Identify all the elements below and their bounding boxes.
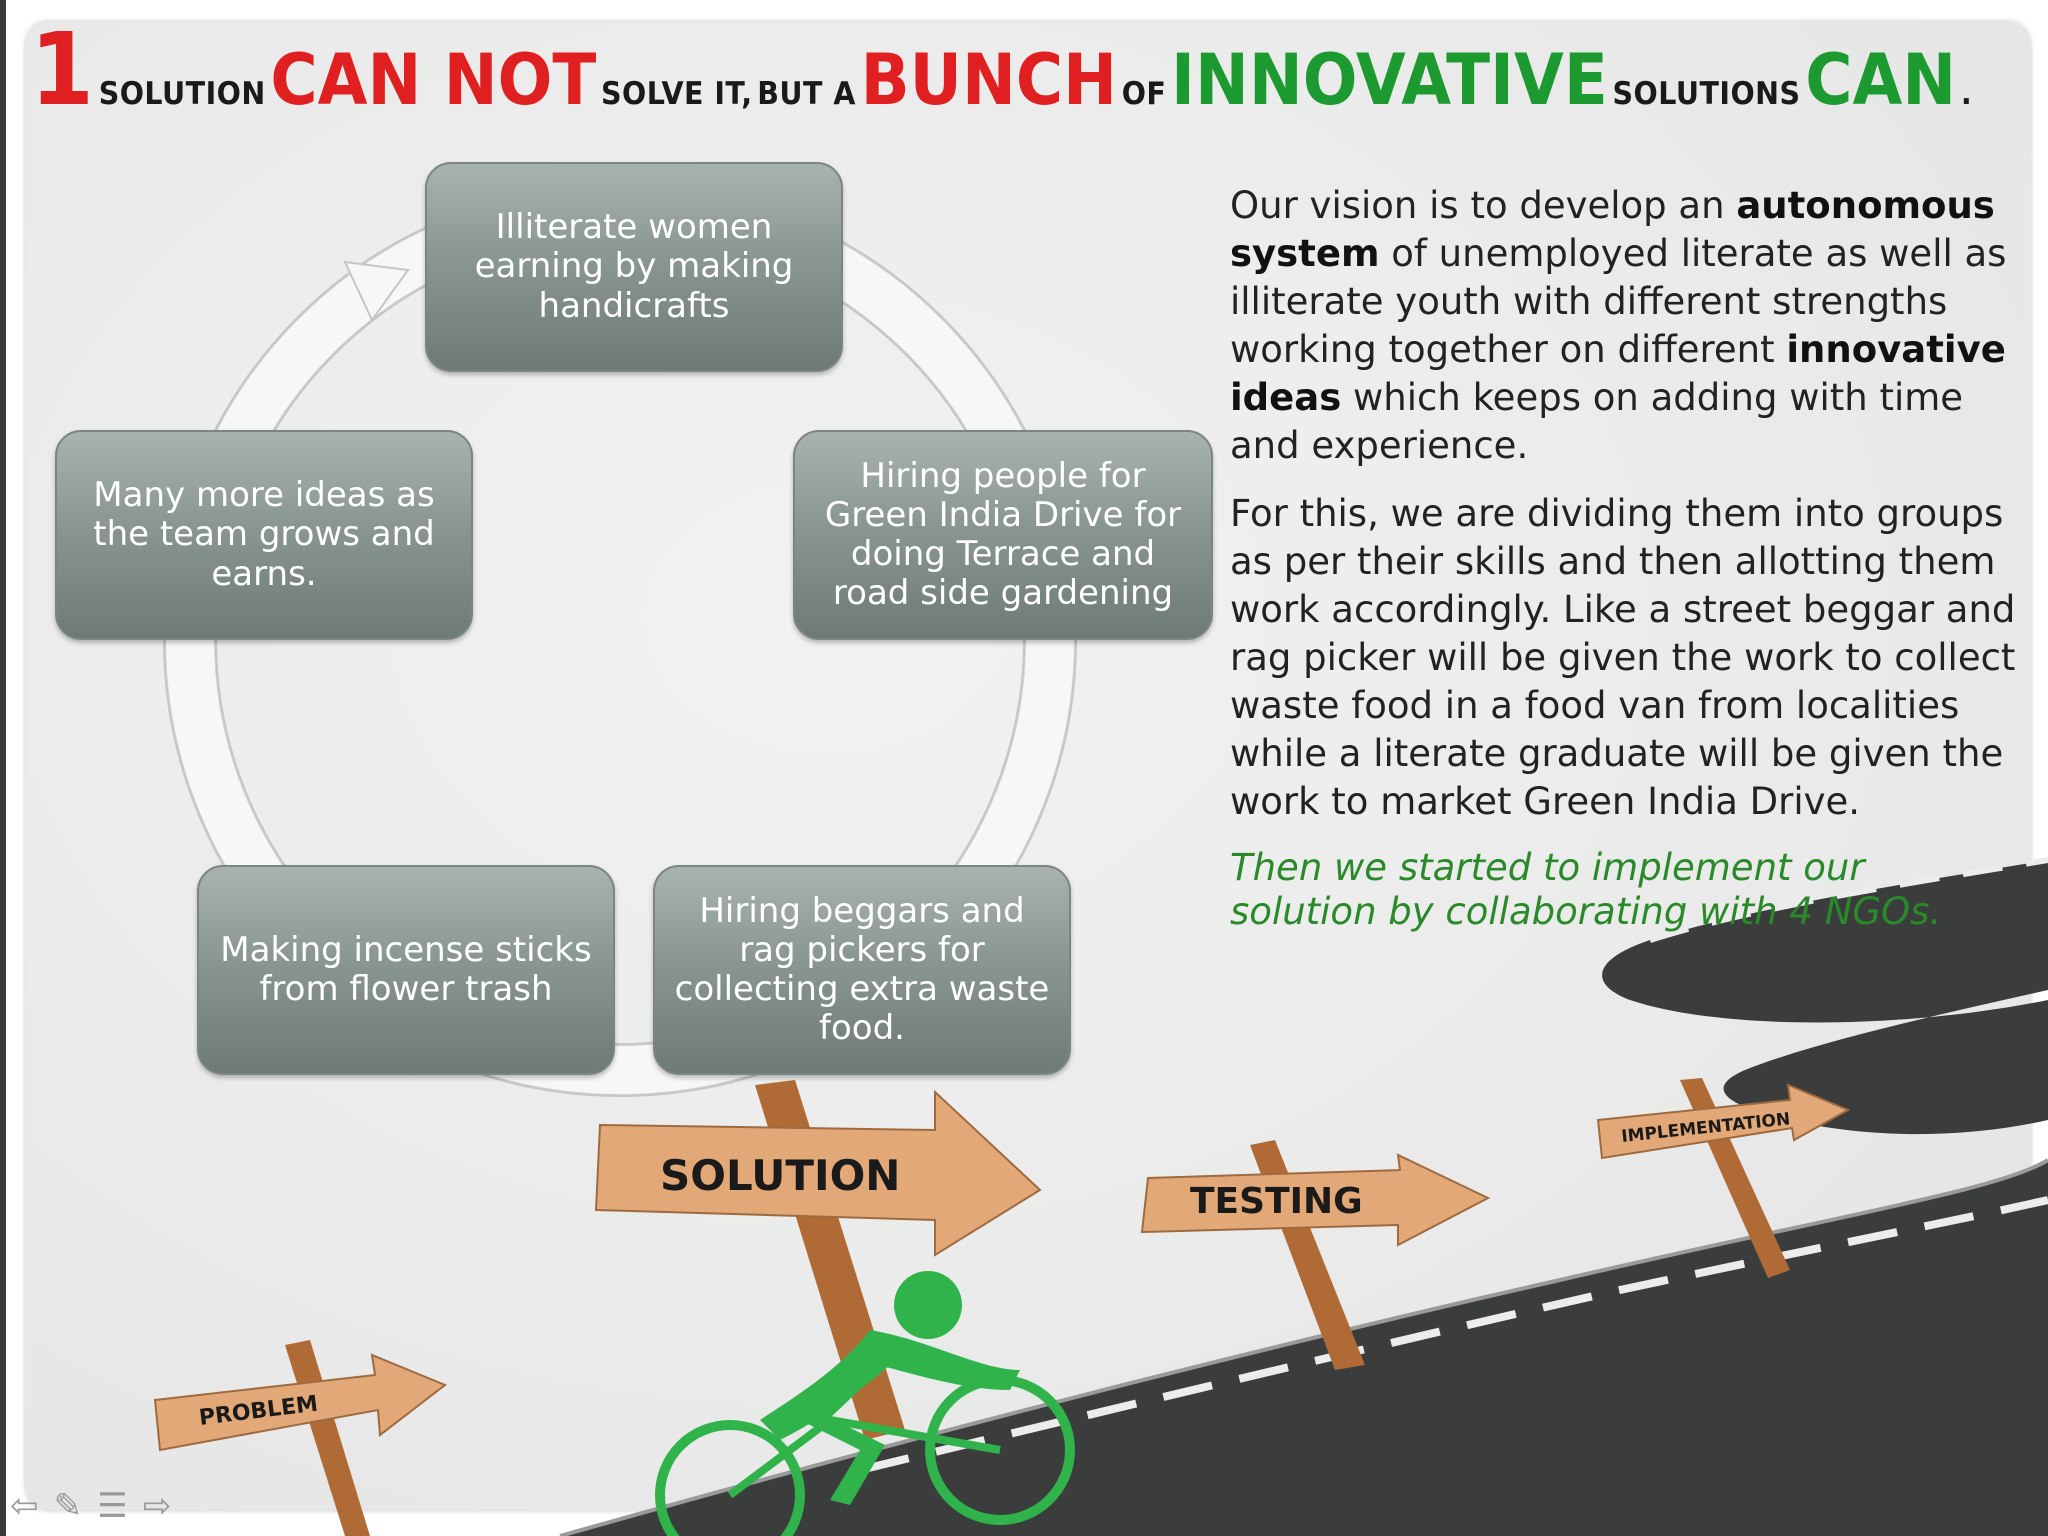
- title-word: SOLUTIONS: [1612, 76, 1801, 112]
- title-word: OF: [1121, 76, 1167, 112]
- vision-text: Our vision is to develop an autonomous s…: [1230, 182, 2020, 954]
- cycle-box-left: Many more ideas as the team grows and ea…: [55, 430, 473, 640]
- cycle-box-bottom-left: Making incense sticks from flower trash: [197, 865, 615, 1075]
- sign-problem: PROBLEM: [153, 1340, 447, 1536]
- title-word-red: BUNCH: [860, 39, 1118, 121]
- slideshow-nav: ⇦ ✎ ☰ ⇨: [10, 1486, 181, 1526]
- slide-title: 1 SOLUTION CAN NOT SOLVE IT, BUT A BUNCH…: [30, 20, 1973, 122]
- title-word-red: CAN NOT: [270, 39, 597, 121]
- title-number: 1: [30, 11, 95, 128]
- title-word: BUT A: [757, 76, 856, 112]
- sign-testing-label: TESTING: [1190, 1181, 1363, 1222]
- title-word: SOLVE IT,: [601, 76, 753, 112]
- sign-testing: TESTING: [1140, 1140, 1491, 1370]
- sign-solution-label: SOLUTION: [660, 1151, 900, 1200]
- cycle-box-right: Hiring people for Green India Drive for …: [793, 430, 1213, 640]
- window-edge: [0, 0, 6, 1536]
- vision-paragraph-1: Our vision is to develop an autonomous s…: [1230, 184, 2007, 467]
- title-word-green: INNOVATIVE: [1171, 39, 1608, 121]
- prev-arrow-icon[interactable]: ⇦: [10, 1486, 39, 1526]
- road: [559, 857, 2048, 1536]
- pen-icon[interactable]: ✎: [53, 1486, 83, 1526]
- vision-paragraph-3: Then we started to implement our solutio…: [1230, 846, 1942, 933]
- cyclist-icon: [655, 1271, 1075, 1536]
- menu-icon[interactable]: ☰: [97, 1486, 128, 1526]
- title-word-green: CAN: [1805, 39, 1957, 121]
- vision-paragraph-2: For this, we are dividing them into grou…: [1230, 492, 2016, 823]
- title-period: .: [1960, 76, 1973, 112]
- cycle-arrow-head: [343, 260, 410, 322]
- title-word: SOLUTION: [98, 76, 266, 112]
- cycle-box-top: Illiterate women earning by making handi…: [425, 162, 843, 372]
- next-arrow-icon[interactable]: ⇨: [142, 1486, 172, 1526]
- cycle-box-bottom-right: Hiring beggars and rag pickers for colle…: [653, 865, 1071, 1075]
